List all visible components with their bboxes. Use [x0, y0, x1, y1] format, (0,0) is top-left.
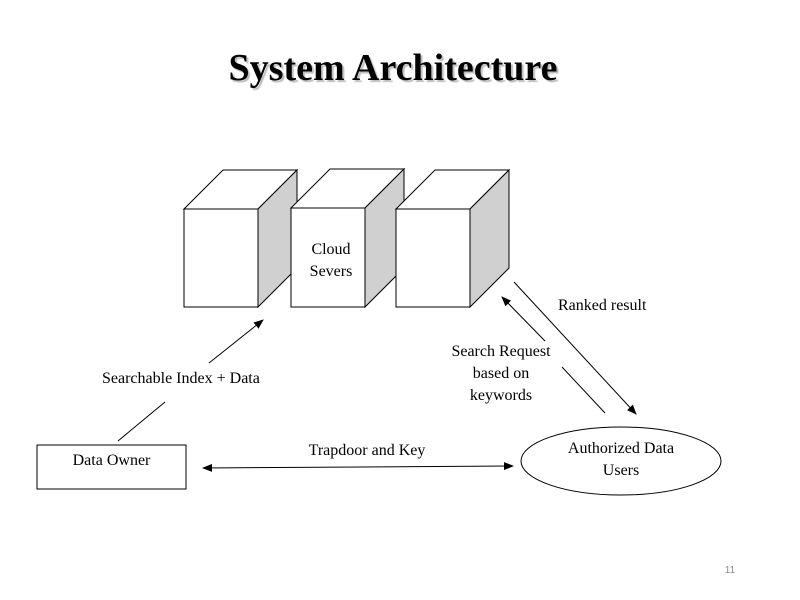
edge-trapdoor-key	[202, 462, 514, 472]
edge-ranked-label: Ranked result	[558, 297, 647, 314]
cloud-server-3	[394, 168, 511, 309]
edge-ranked-result	[513, 281, 637, 415]
page-number: 11	[724, 565, 736, 576]
data-owner-node	[36, 444, 187, 490]
edge-trapdoor-label: Trapdoor and Key	[308, 442, 426, 459]
cloud-label-line-2: Severs	[309, 263, 353, 280]
cloud-server-1	[182, 168, 299, 309]
server-2-front	[290, 207, 366, 308]
search-label-line-2: based on	[472, 365, 530, 382]
authorized-users-label: Authorized Data Users	[541, 438, 701, 482]
cloud-server-2	[289, 167, 406, 309]
data-owner-label: Data Owner	[72, 452, 151, 469]
cloud-label: Cloud Severs	[291, 239, 371, 283]
edge-search-lower	[561, 366, 606, 414]
users-label-line-2: Users	[602, 462, 640, 479]
edge-index-upper	[208, 319, 264, 364]
search-label-line-3: keywords	[469, 387, 533, 404]
search-label-line-1: Search Request	[451, 343, 551, 360]
edge-index-label: Searchable Index + Data	[102, 370, 260, 387]
cloud-label-line-1: Cloud	[311, 241, 351, 258]
server-3-front	[395, 208, 471, 308]
authorized-users-node	[520, 426, 722, 496]
edge-search-upper	[501, 296, 546, 342]
users-label-line-1: Authorized Data	[567, 440, 675, 457]
slide-title: System Architecture	[228, 47, 558, 89]
edge-index-lower	[117, 401, 166, 442]
edge-search-label: Search Request based on keywords	[440, 341, 562, 407]
server-1-front	[183, 208, 259, 308]
